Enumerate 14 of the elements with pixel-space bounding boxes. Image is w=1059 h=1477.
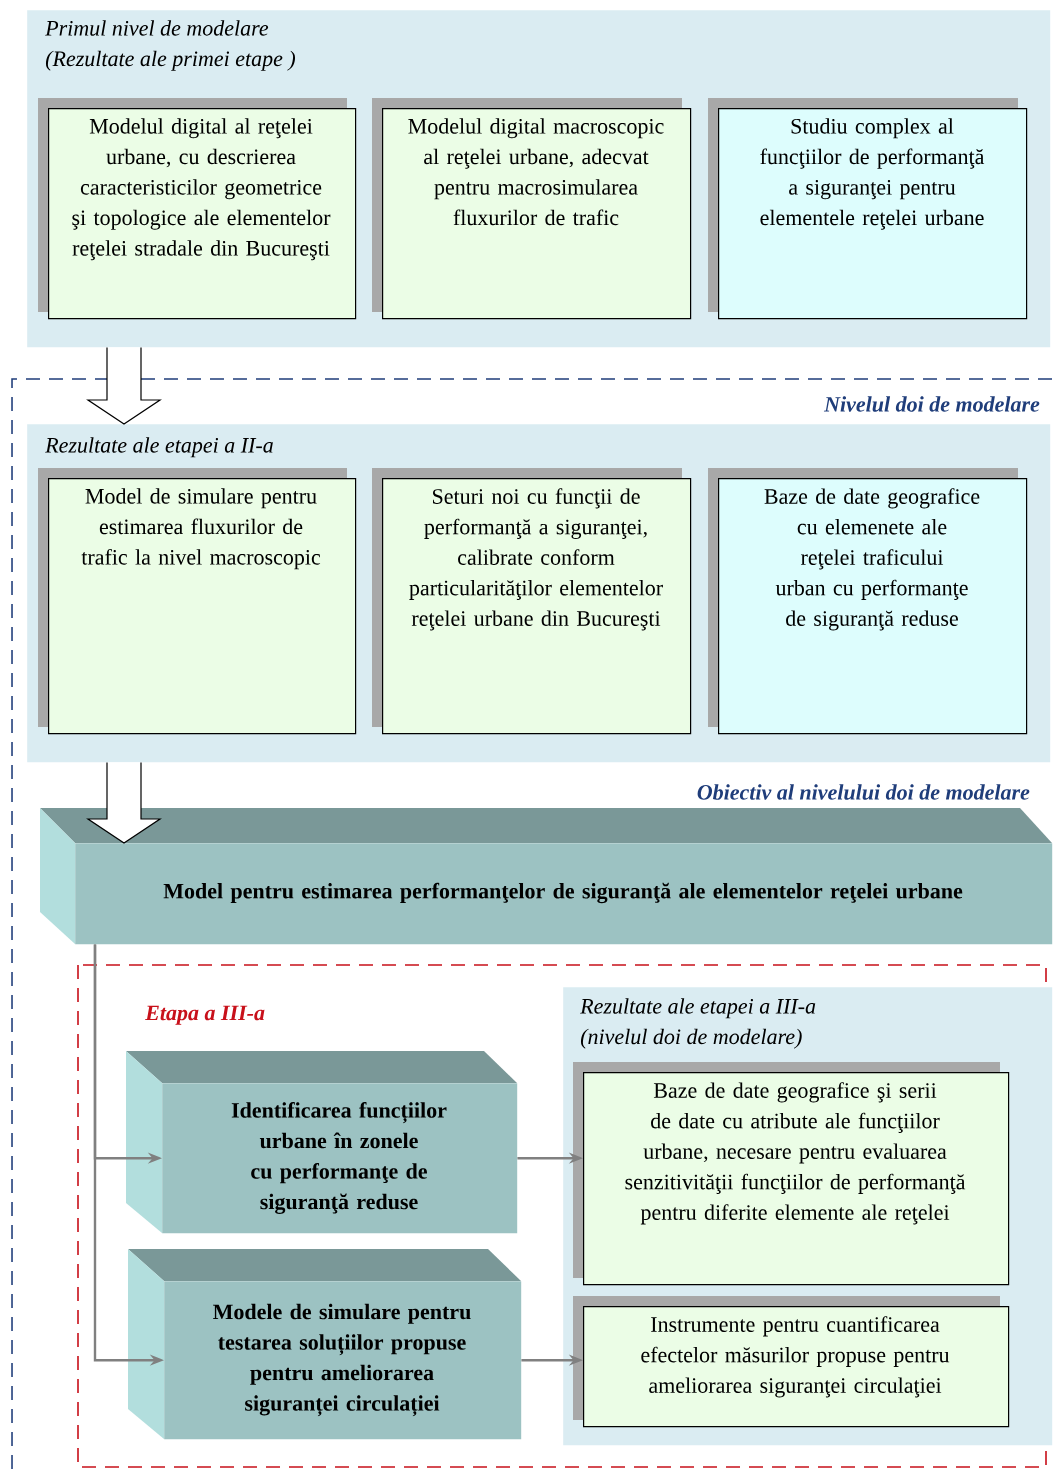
text-box: Studiu complex al funcţiilor de performanţă a siguranţei pentru elementele reţelei urbane [708,98,1028,320]
block: Identificarea funcțiilor urbane în zonele cu performanţe de siguranţă reduse [126,1051,518,1234]
text-box: Modelul digital macroscopic al reţelei urbane, adecvat pentru macrosimularea fluxurilor de trafic [372,98,692,320]
text-box: Baze de date geografice cu elemenete ale reţelei traficului urban cu performanţe de siguranţă reduse [708,468,1028,735]
text-box: Modelul digital al reţelei urbane, cu descrierea caracteristicilor geometrice şi topologice ale elementelor reţelei stradale din Bucureşti [38,98,357,320]
text-box: Baze de date geografice şi serii de date cu atribute ale funcţiilor urbane, necesare pentru evaluarea senzitivităţii funcţiilor de performanţă pentru diferite elemente ale reţelei [573,1062,1010,1286]
text-box: Model de simulare pentru estimarea fluxurilor de trafic la nivel macroscopic [38,468,357,735]
heading: Obiectiv al nivelului doi de modelare [697,784,1030,800]
block: Model pentru estimarea performanţelor de siguranţă ale elementelor reţelei urbane [40,808,1053,945]
block-arrow [86,346,162,425]
text-box: Instrumente pentru cuantificarea efectelor măsurilor propuse pentru ameliorarea siguranţei circulaţiei [573,1296,1010,1428]
block-arrow [86,761,162,844]
block: Modele de simulare pentru testarea soluțiilor propuse pentru ameliorarea siguranței circulației [128,1249,522,1440]
text-box: Seturi noi cu funcţii de performanţă a siguranţei, calibrate conform particularităţilor elementelor reţelei urbane din Bucureşti [372,468,692,735]
